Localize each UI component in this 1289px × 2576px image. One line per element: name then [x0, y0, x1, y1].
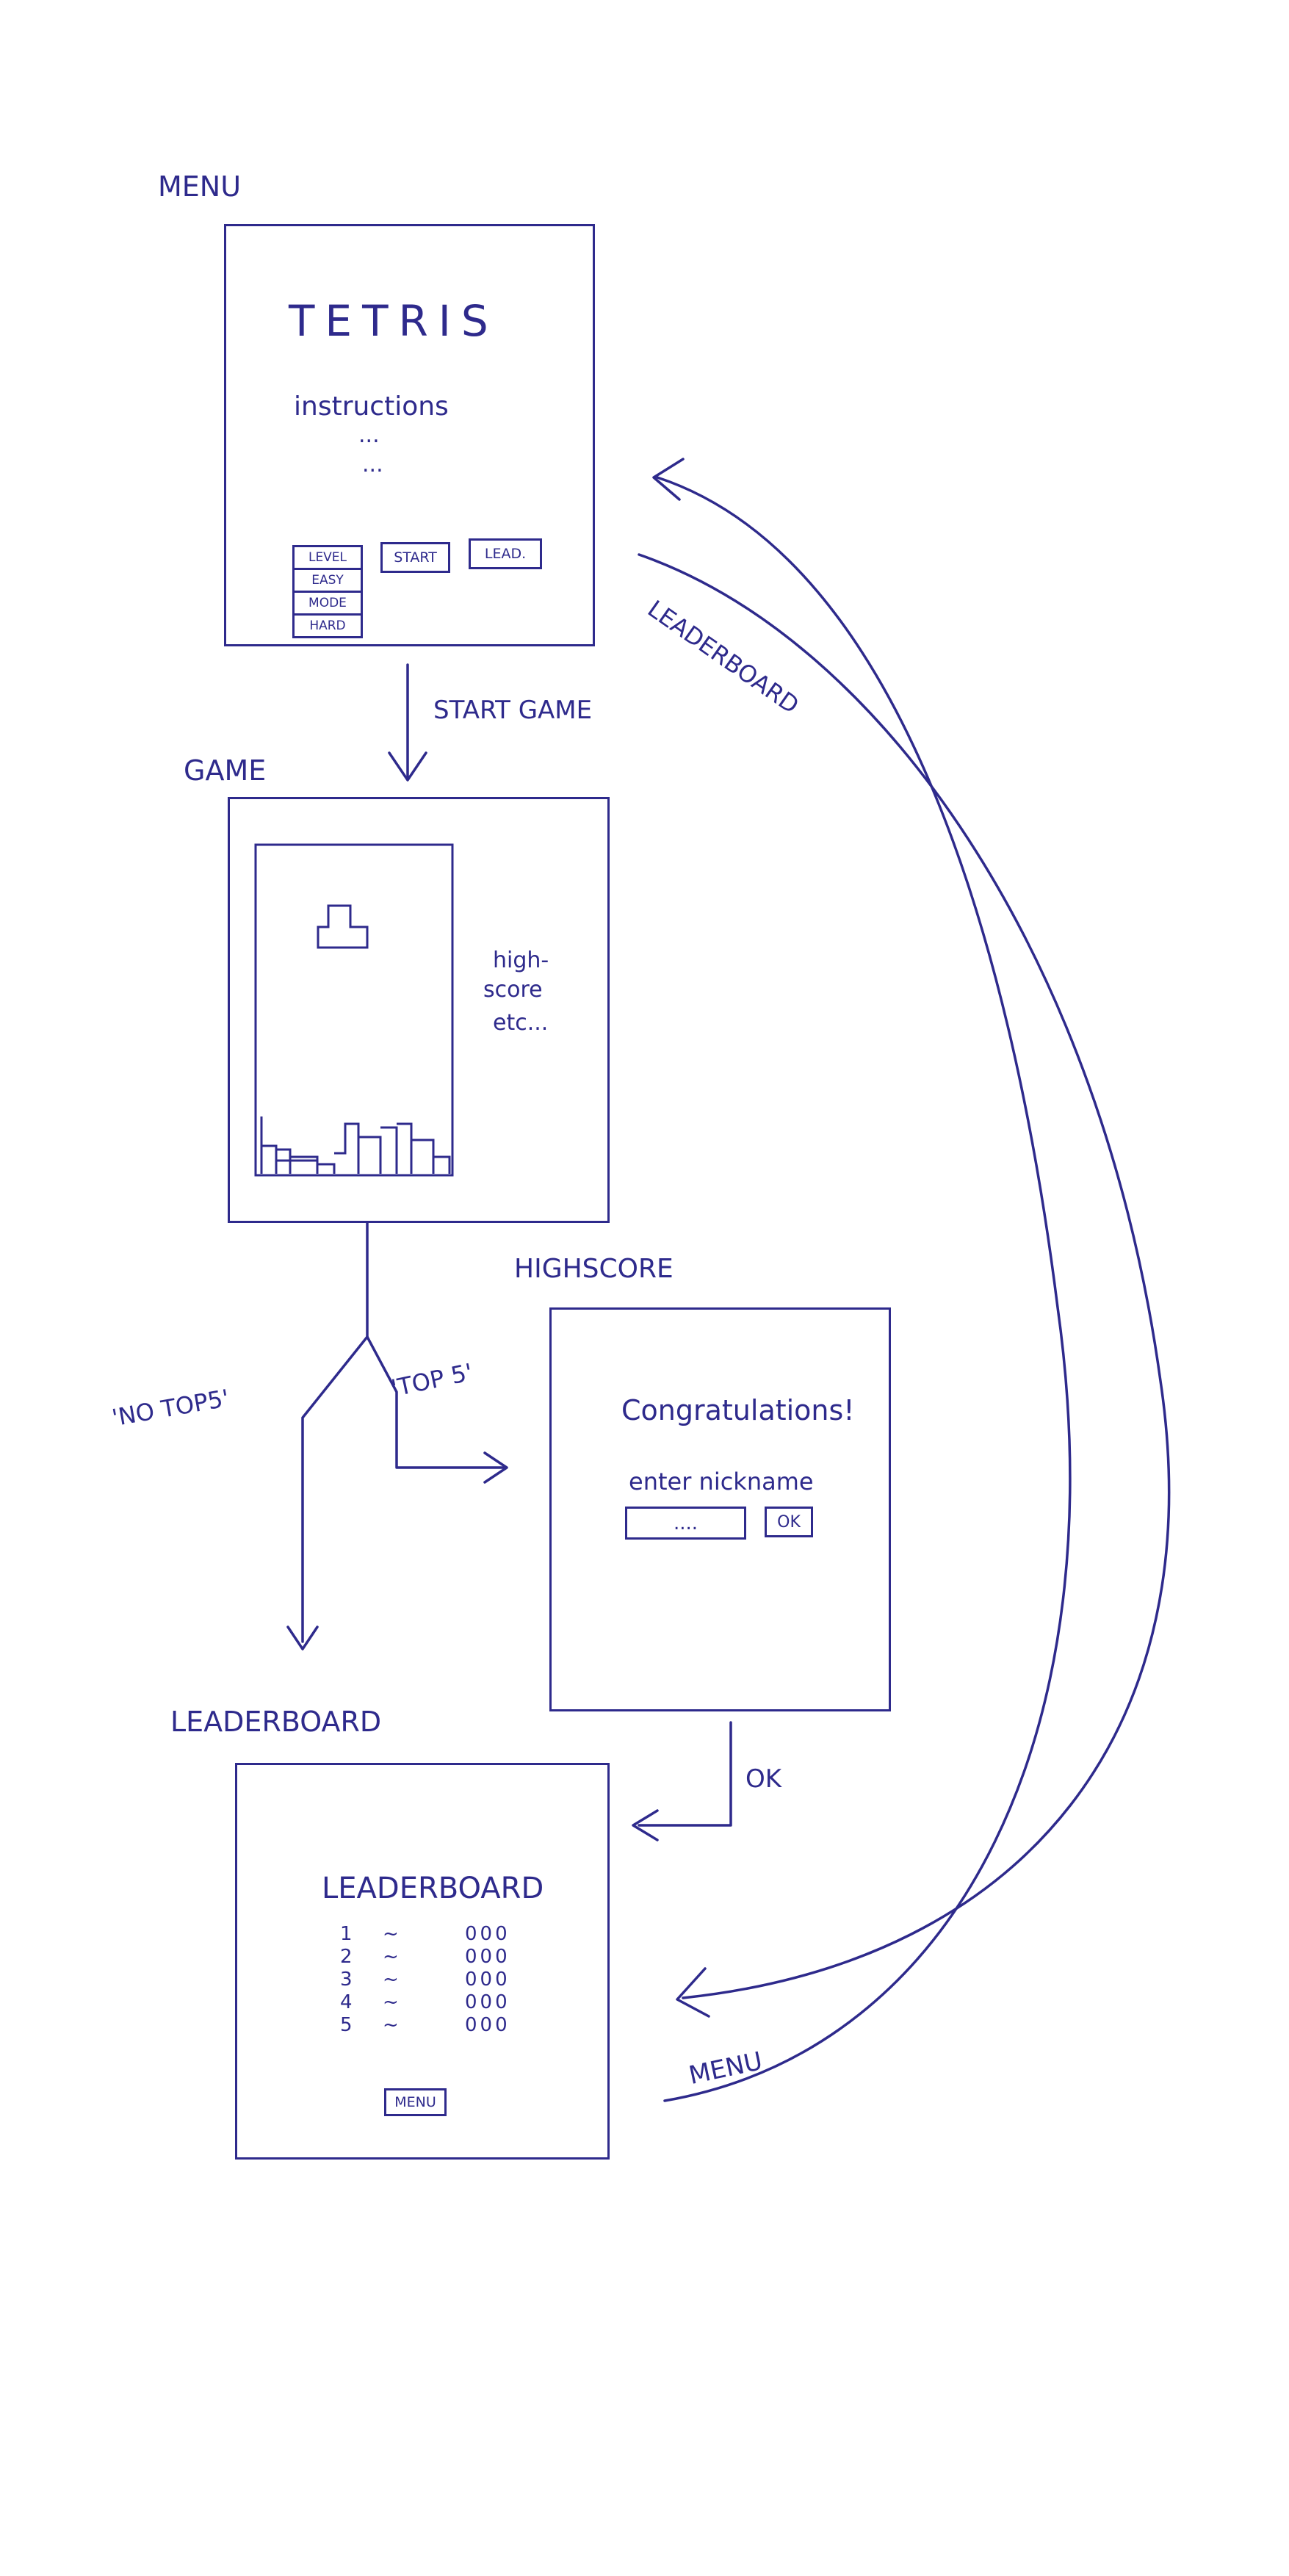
menu-screen-label: MENU	[158, 170, 242, 203]
player-name: ~	[383, 1923, 399, 1945]
game-screen: high- score etc...	[228, 797, 610, 1223]
easy-button[interactable]: EASY	[292, 568, 363, 593]
player-name: ~	[383, 1946, 399, 1968]
highscore-congrats: Congratulations!	[621, 1394, 855, 1426]
player-name: ~	[383, 1969, 399, 1991]
player-name: ~	[383, 1991, 399, 2013]
game-side-text-2: score	[483, 977, 543, 1003]
menu-instructions-dots-1: ...	[358, 422, 380, 448]
player-score: 000	[465, 2014, 510, 2036]
falling-t-piece	[317, 904, 369, 949]
level-button[interactable]: LEVEL	[292, 545, 363, 570]
no-top5-arrow	[301, 1335, 369, 1643]
leaderboard-title: LEADERBOARD	[322, 1872, 544, 1905]
player-score: 000	[465, 1969, 510, 1991]
mode-button[interactable]: MODE	[292, 591, 363, 616]
start-button[interactable]: START	[380, 542, 450, 573]
playfield	[254, 843, 454, 1177]
highscore-screen: Congratulations! enter nickname .... OK	[549, 1307, 891, 1711]
top5-arrow	[366, 1335, 505, 1469]
ok-arrow	[638, 1721, 732, 1827]
game-side-text-1: high-	[493, 948, 549, 973]
rank: 1	[340, 1923, 353, 1945]
stacked-blocks	[260, 1116, 451, 1174]
player-score: 000	[465, 1923, 510, 1945]
nickname-prompt: enter nickname	[629, 1468, 814, 1496]
leaderboard-screen: LEADERBOARD 1 ~ 000 2 ~ 000 3 ~ 000 4 ~ …	[235, 1763, 610, 2160]
start-game-label: START GAME	[433, 696, 593, 725]
list-item: 3 ~ 000	[340, 1969, 524, 1991]
player-score: 000	[465, 1991, 510, 2013]
leaderboard-menu-button[interactable]: MENU	[384, 2088, 447, 2116]
level-mode-selector: LEVEL EASY MODE HARD	[292, 545, 363, 638]
rank: 4	[340, 1991, 353, 2013]
to-leaderboard-arrow	[638, 553, 1171, 1999]
highscore-ok-button[interactable]: OK	[765, 1507, 813, 1537]
leaderboard-screen-label: LEADERBOARD	[170, 1706, 382, 1738]
menu-screen: TETRIS instructions ... ... LEVEL EASY M…	[224, 224, 595, 646]
leaderboard-list: 1 ~ 000 2 ~ 000 3 ~ 000 4 ~ 000 5 ~ 000	[340, 1923, 524, 2037]
game-side-text-3: etc...	[493, 1010, 549, 1036]
player-name: ~	[383, 2014, 399, 2036]
rank: 3	[340, 1969, 353, 1991]
highscore-screen-label: HIGHSCORE	[514, 1254, 674, 1284]
to-menu-arrow	[656, 476, 1072, 2102]
player-score: 000	[465, 1946, 510, 1968]
list-item: 2 ~ 000	[340, 1946, 524, 1969]
menu-instructions-dots-2: ...	[362, 452, 383, 477]
list-item: 4 ~ 000	[340, 1991, 524, 2014]
game-screen-label: GAME	[184, 754, 267, 787]
nickname-input[interactable]: ....	[625, 1507, 746, 1540]
ok-transition-label: OK	[745, 1764, 782, 1794]
rank: 5	[340, 2014, 353, 2036]
leaderboard-button[interactable]: LEAD.	[469, 538, 542, 569]
list-item: 1 ~ 000	[340, 1923, 524, 1946]
rank: 2	[340, 1946, 353, 1968]
list-item: 5 ~ 000	[340, 2014, 524, 2037]
menu-title: TETRIS	[289, 296, 499, 346]
menu-instructions: instructions	[294, 392, 449, 422]
hard-button[interactable]: HARD	[292, 613, 363, 638]
